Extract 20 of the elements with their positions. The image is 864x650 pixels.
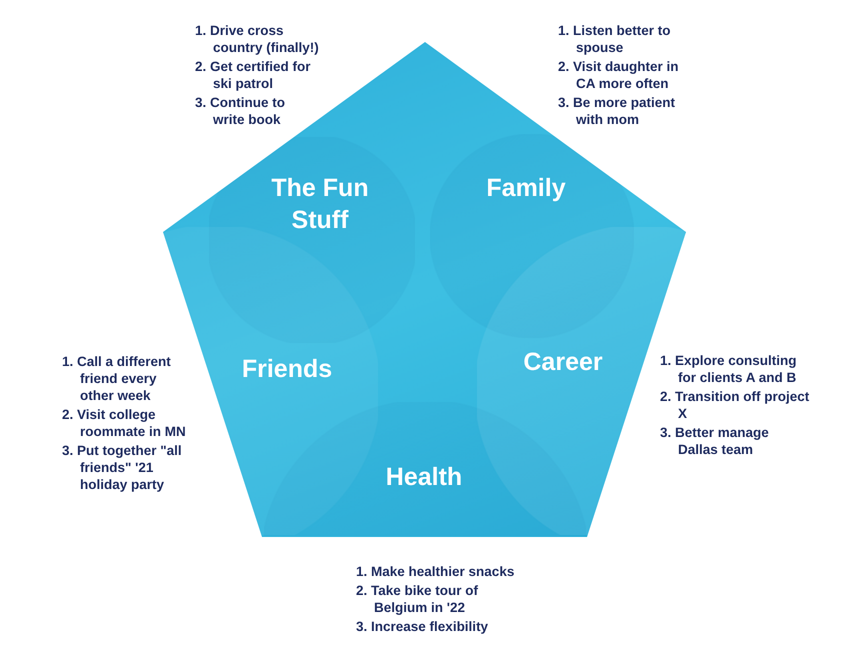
goal-item: 1. Make healthier snacks xyxy=(356,563,516,580)
goal-item: 1. Listen better to spouse xyxy=(558,22,672,56)
goal-item: 2. Transition off project X xyxy=(660,388,810,422)
goal-item: 2. Visit daughter in CA more often xyxy=(558,58,680,92)
area-title: Friends xyxy=(242,354,332,385)
goal-item: 1. Drive cross country (finally!) xyxy=(195,22,320,56)
goal-item: 3. Be more patient with mom xyxy=(558,94,676,128)
goal-item: 3. Better manage Dallas team xyxy=(660,424,770,458)
area-title: Career xyxy=(523,347,603,378)
goal-item: 3. Put together "all friends" '21 holiday party xyxy=(62,442,183,493)
goal-item: 3. Increase flexibility xyxy=(356,618,490,635)
goal-item: 2. Get certified for ski patrol xyxy=(195,58,312,92)
goal-item: 2. Visit college roommate in MN xyxy=(62,406,187,440)
area-title: Family xyxy=(486,173,566,204)
goal-item: 3. Continue to write book xyxy=(195,94,286,128)
area-title: Health xyxy=(386,462,462,493)
goal-item: 1. Explore consulting for clients A and B xyxy=(660,352,798,386)
goal-item: 1. Call a different friend every other week xyxy=(62,353,172,404)
area-title: The Fun Stuff xyxy=(270,173,370,236)
goal-item: 2. Take bike tour of Belgium in '22 xyxy=(356,582,480,616)
